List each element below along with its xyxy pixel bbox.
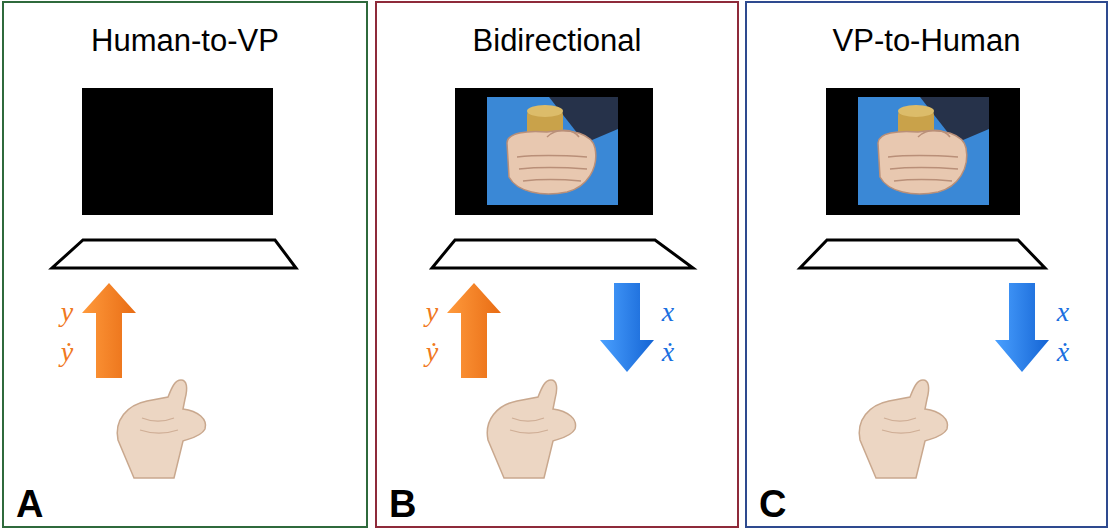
- signal-label: ẏ: [61, 337, 73, 368]
- grip-photo: [858, 97, 989, 205]
- panel-letter: B: [389, 484, 416, 526]
- panel-frame: VP-to-HumanC: [745, 1, 1108, 528]
- panel-letter: A: [16, 484, 43, 526]
- keyboard-base: [432, 240, 693, 268]
- monitor-screen: [826, 88, 1020, 215]
- signal-label: y: [426, 297, 438, 328]
- monitor-screen: [82, 88, 273, 215]
- hand-drawing: [859, 380, 947, 478]
- panel-letter: C: [759, 484, 786, 526]
- panel-frame: Human-to-VP A: [2, 1, 368, 528]
- panel-title: VP-to-Human: [747, 3, 1106, 59]
- panel-title: Human-to-VP: [4, 3, 366, 59]
- monitor-screen: [455, 88, 653, 215]
- blue-down-arrow: [600, 283, 654, 372]
- panel-frame: BidirectionalB: [375, 1, 739, 528]
- blue-down-arrow: [995, 283, 1049, 372]
- signal-label: x: [1057, 297, 1069, 328]
- keyboard-base: [52, 240, 296, 268]
- orange-up-arrow: [447, 283, 501, 378]
- signal-label: ẏ: [426, 337, 438, 368]
- signal-label: ẋ: [662, 337, 674, 368]
- keyboard-base: [800, 240, 1045, 268]
- orange-up-arrow: [82, 283, 136, 378]
- signal-label: ẋ: [1057, 337, 1069, 368]
- signal-label: x: [662, 297, 674, 328]
- panel-title: Bidirectional: [377, 3, 737, 59]
- hand-drawing: [487, 380, 575, 478]
- signal-label: y: [61, 297, 73, 328]
- hand-drawing: [117, 380, 205, 478]
- grip-photo: [487, 97, 618, 205]
